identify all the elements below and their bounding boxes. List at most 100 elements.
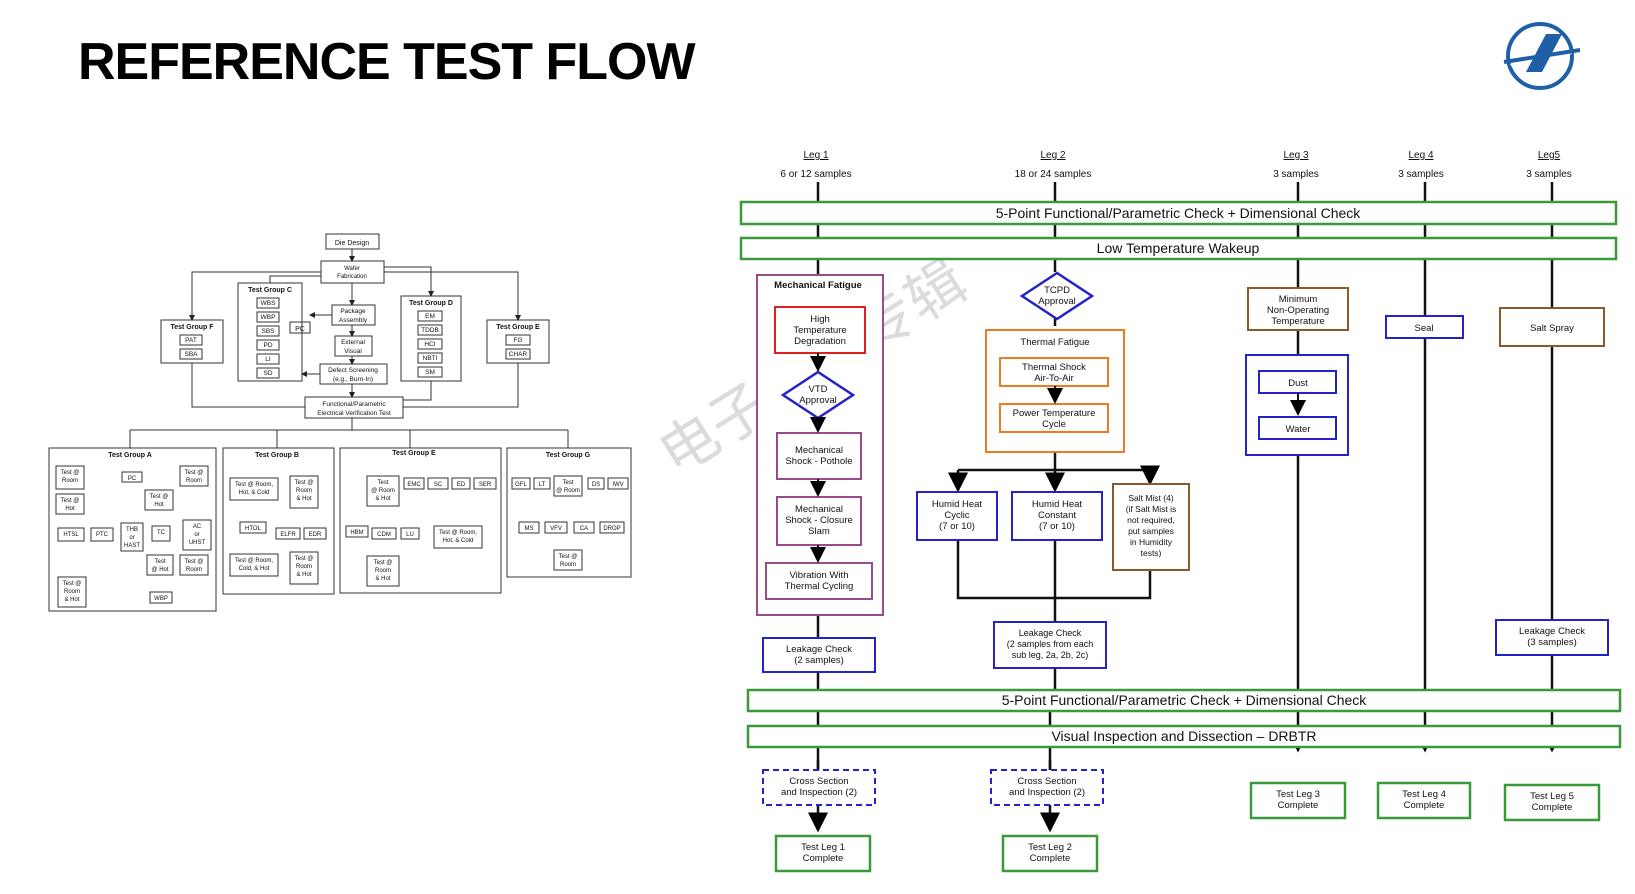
group-e-label-c_2: Room <box>375 568 391 574</box>
complete-1-label-0: Test Leg 1 <box>801 842 845 853</box>
shock-closure-box <box>776 496 862 546</box>
group-a-label-t_hot2_1: Test @ <box>150 494 169 500</box>
group-b-label-htol: HTOL <box>245 526 262 532</box>
group-a-label-t_rh_1: Test @ <box>63 581 82 587</box>
group-a-label-t_hot_2: Hot <box>65 506 75 512</box>
group-e-label-sc: SC <box>434 482 443 488</box>
group-c-item-box <box>256 339 280 351</box>
group-b-node-5 <box>229 553 279 577</box>
group-g-label-a_2: @ Room <box>556 488 580 494</box>
group-e_top-item-0: FG <box>513 337 522 344</box>
group-f-item-1: SBA <box>184 351 198 358</box>
complete-4-label-0: Test Leg 4 <box>1402 789 1446 800</box>
group-a-label-thb_3: HAST <box>124 543 140 549</box>
shock-closure-label-2: Slam <box>808 526 830 537</box>
wafer-label-2: Fabrication <box>337 274 367 280</box>
group-g-box <box>506 447 632 578</box>
group-b-label-c_1: Test @ Room, <box>235 558 273 564</box>
shock-pothole-label-0: Mechanical <box>795 445 843 456</box>
group-b-node-2 <box>239 521 267 534</box>
leg-1-name: Leg 1 <box>803 150 828 161</box>
mech-fatigue-label: Mechanical Fatigue <box>774 280 862 291</box>
group-a-label-t_room2_2: Room <box>186 478 202 484</box>
group-a-label-pc: PC <box>128 476 137 482</box>
shock-pothole-label-1: Shock - Pothole <box>785 456 852 467</box>
group-g-title: Test Group G <box>546 452 591 459</box>
group-g-node-4 <box>607 477 629 490</box>
group-a-node-12 <box>57 576 87 608</box>
leg-3-name: Leg 3 <box>1283 150 1308 161</box>
power-cycle-label-1: Cycle <box>1042 419 1066 430</box>
group-a-box <box>48 447 217 612</box>
group-e-node-5 <box>345 525 369 538</box>
defect-label-2: (e.g., Burn-In) <box>333 376 373 383</box>
group-d-item-2: HCI <box>424 341 435 348</box>
group-a-label-thb_2: or <box>129 535 134 541</box>
group-g-node-9 <box>553 549 583 571</box>
leg-5-name: Leg5 <box>1538 150 1561 161</box>
complete-1-label-1: Complete <box>803 853 844 864</box>
group-a-node-11 <box>179 554 209 576</box>
complete-3-box <box>1249 781 1347 820</box>
group-a-label-thb_1: THB <box>126 527 138 533</box>
group-e-label-a_2: @ Room <box>371 488 395 494</box>
vtd-label-0: VTD <box>809 384 828 395</box>
group-b-label-b_1: Test @ <box>295 480 314 486</box>
group-e-top-title: Test Group E <box>496 324 540 331</box>
humid-constant-label-0: Humid Heat <box>1032 499 1083 510</box>
group-b-label-b_2: Room <box>296 488 312 494</box>
group-e-node-0 <box>366 475 400 507</box>
thermal-shock-box <box>999 357 1109 387</box>
group-e-node-1 <box>403 477 425 490</box>
group-b-node-0 <box>229 477 279 501</box>
group-a-label-t_room3_2: Room <box>186 567 202 573</box>
group-b-label-b_3: & Hot <box>296 496 311 502</box>
salt-spray-label: Salt Spray <box>1530 323 1574 334</box>
group-e-label-b_1: Test @ Room, <box>439 530 477 536</box>
group-e-node-2 <box>427 477 449 490</box>
complete-2-box <box>1001 834 1099 873</box>
external-label-1: External <box>341 339 365 346</box>
leg-2-name: Leg 2 <box>1040 150 1065 161</box>
group-g-label-lt: LT <box>539 482 546 488</box>
functional-label-1: Functional/Parametric <box>322 401 386 408</box>
leak-5-box <box>1495 619 1609 656</box>
group-a-node-0 <box>55 465 85 490</box>
group-a-node-4 <box>144 489 174 511</box>
group-a-label-htsl: HTSL <box>63 532 79 538</box>
visual-bar-label: Visual Inspection and Dissection – DRBTR <box>1051 728 1316 744</box>
group-a-label-tc: TC <box>157 530 166 536</box>
group-a-label-t_rh_3: & Hot <box>64 597 79 603</box>
group-e-label-a_3: & Hot <box>375 496 390 502</box>
package-label-1: Package <box>340 308 366 315</box>
complete-5-label-1: Complete <box>1532 802 1573 813</box>
humid-constant-label-1: Constant <box>1038 510 1076 521</box>
vtd-diamond <box>780 370 856 420</box>
group-e-label-lu: LU <box>406 532 414 538</box>
group-b-node-3 <box>275 527 301 540</box>
group-a-node-10 <box>146 554 174 576</box>
group-d-item-3: NBTI <box>423 355 438 362</box>
cross-2-box <box>990 769 1104 806</box>
salt-mist-label-1: (if Salt Mist is <box>1126 504 1177 514</box>
humid-cyclic-label-2: (7 or 10) <box>939 521 975 532</box>
group-f-item-0: PAT <box>185 337 197 344</box>
group-a-node-13 <box>149 591 173 604</box>
group-f-item-box <box>179 334 203 346</box>
tcpd-label-1: Approval <box>1038 296 1076 307</box>
wafer-label-1: Wafer <box>344 266 360 272</box>
leg-4-samples: 3 samples <box>1398 169 1444 180</box>
group-e-label-ed: ED <box>457 482 466 488</box>
leg-2-samples: 18 or 24 samples <box>1015 169 1092 180</box>
group-e_top-item-1: CHAR <box>509 351 528 358</box>
group-d-item-1: TDDB <box>421 327 439 334</box>
water-label: Water <box>1286 424 1311 435</box>
power-cycle-box <box>999 403 1109 433</box>
group-a-label-t_room2_1: Test @ <box>185 470 204 476</box>
group-g-node-2 <box>553 475 583 497</box>
functional-label-2: Electrical Verification Test <box>317 410 391 417</box>
complete-2-label-0: Test Leg 2 <box>1028 842 1072 853</box>
min-temp-label-0: Minimum <box>1279 294 1318 305</box>
group-e-label-cdm: CDM <box>377 532 391 538</box>
group-d-item-4: SM <box>425 369 435 376</box>
